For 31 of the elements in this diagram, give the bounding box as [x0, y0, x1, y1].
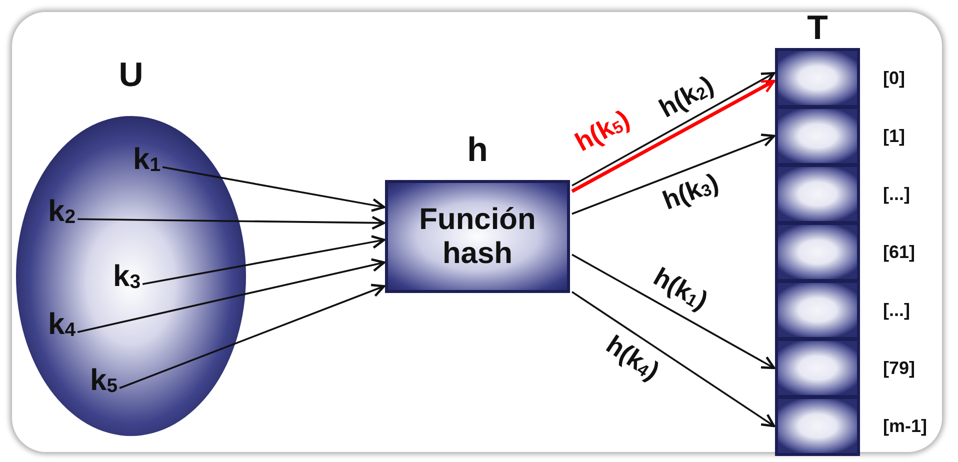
- table-slot: [775, 48, 860, 108]
- arrow: [162, 166, 386, 212]
- table-slot: [775, 338, 860, 398]
- table-slot: [775, 280, 860, 340]
- table-slot: [775, 106, 860, 166]
- index-label: [61]: [883, 241, 916, 263]
- table-slot: [775, 164, 860, 224]
- arrow: [77, 258, 386, 334]
- key-label: k$_{4}$: [48, 308, 76, 347]
- arrow: [142, 235, 386, 286]
- arrow: [78, 216, 386, 230]
- index-label: [m-1]: [883, 415, 927, 437]
- index-label: [0]: [883, 67, 905, 89]
- key-label: k$_{2}$: [48, 195, 76, 234]
- function-label: h: [466, 130, 489, 170]
- arrow: [572, 291, 776, 428]
- key-label: k$_{3}$: [113, 260, 141, 299]
- index-label: [...]: [883, 299, 910, 321]
- set-label: U: [118, 55, 144, 95]
- arrow: [572, 134, 776, 215]
- table-slot: [775, 222, 860, 282]
- index-label: [1]: [883, 125, 905, 147]
- arrow: [119, 284, 386, 389]
- key-label: k$_{1}$: [133, 143, 161, 182]
- table-label: T: [806, 8, 829, 48]
- table-slot: [775, 396, 860, 456]
- hash-function-box: Función hash: [385, 180, 570, 293]
- key-label: k$_{5}$: [90, 364, 118, 403]
- arrow: [572, 254, 776, 370]
- index-label: [...]: [883, 183, 910, 205]
- index-label: [79]: [883, 357, 916, 379]
